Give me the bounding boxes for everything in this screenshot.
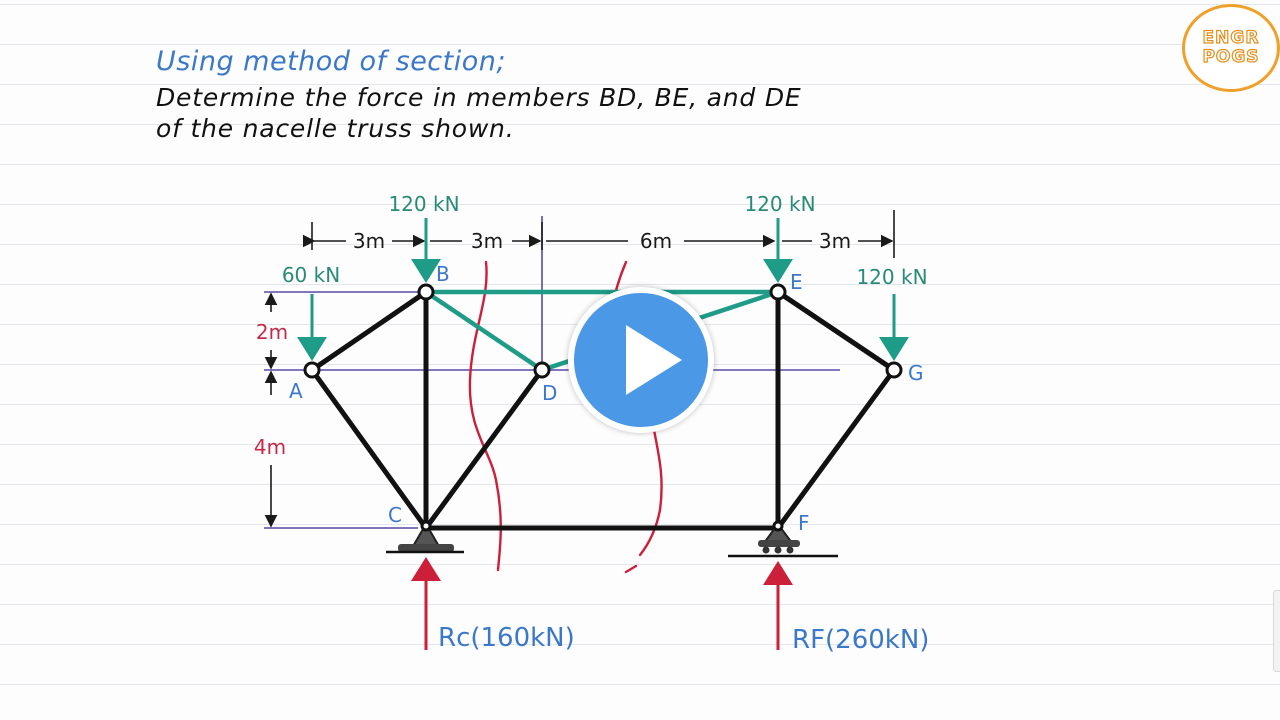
reaction-label-f: RF(260kN) (792, 625, 929, 655)
joint-b (417, 283, 435, 301)
problem-statement: Determine the force in members BD, BE, a… (156, 82, 801, 144)
joint-d (533, 361, 551, 379)
channel-logo: ENGR POGS (1182, 4, 1280, 92)
dim-label-eg: 3m (819, 229, 851, 253)
load-label-g: 120 kN (856, 265, 927, 289)
problem-line-1: Determine the force in members BD, BE, a… (156, 83, 802, 112)
pin-support-c (386, 522, 464, 554)
page-heading: Using method of section; (156, 46, 506, 77)
node-label-e: E (790, 270, 803, 294)
dim-label-4m: 4m (254, 435, 286, 459)
load-label-b: 120 kN (388, 192, 459, 216)
node-label-c: C (388, 503, 402, 527)
truss-joints (303, 283, 903, 532)
horizontal-dimensions (302, 210, 895, 258)
logo-line-2: POGS (1202, 47, 1260, 67)
member-cd (423, 367, 545, 531)
member-bd (423, 289, 545, 373)
member-eg (775, 289, 897, 373)
play-icon[interactable] (626, 325, 682, 395)
node-label-a: A (289, 379, 303, 403)
logo-line-1: ENGR (1202, 28, 1260, 48)
member-ab (309, 289, 429, 373)
dim-label-bd: 3m (471, 229, 503, 253)
load-label-e: 120 kN (744, 192, 815, 216)
dim-label-2m: 2m (256, 320, 288, 344)
load-label-a: 60 kN (282, 263, 340, 287)
node-label-g: G (908, 361, 924, 385)
section-cut-left (468, 260, 502, 572)
reaction-arrows (411, 557, 793, 650)
joint-f (772, 520, 784, 532)
member-fg (775, 367, 897, 531)
node-label-f: F (798, 511, 810, 535)
dim-label-ab: 3m (353, 229, 385, 253)
node-label-b: B (436, 262, 450, 286)
problem-line-2: of the nacelle truss shown. (156, 114, 515, 143)
joint-e (769, 283, 787, 301)
reaction-label-c: Rc(160kN) (438, 623, 575, 653)
joint-c (420, 520, 432, 532)
load-arrows (297, 218, 909, 361)
member-ac (309, 367, 429, 531)
joint-g (885, 361, 903, 379)
scroll-handle[interactable] (1273, 590, 1280, 672)
truss-members (309, 289, 897, 531)
video-play-button[interactable] (568, 287, 714, 433)
guide-lines (264, 216, 840, 529)
dim-label-de: 6m (640, 229, 672, 253)
joint-a (303, 361, 321, 379)
node-label-d: D (542, 381, 557, 405)
roller-support-f (728, 522, 838, 558)
